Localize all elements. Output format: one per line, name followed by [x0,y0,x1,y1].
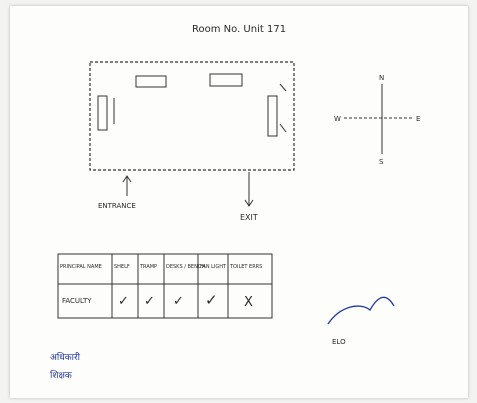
table-header-cell: TRAMP [139,264,157,270]
exit-arrow-head [244,199,254,207]
room-outline [89,61,295,171]
officer-signature [327,296,395,325]
table-cell: FACULTY [62,297,92,305]
compass-west: W [334,115,341,123]
marker-3 [279,83,287,92]
table-cell: X [244,295,253,310]
compass-south: S [379,158,384,166]
table-header-cell: TOILET ERRS [229,264,262,270]
room-label: Room No. Unit 171 [192,24,286,35]
officer-title: ELO [332,338,346,346]
bottom-left-signature-line-2: शिक्षक [50,369,73,381]
entrance-label: ENTRANCE [98,202,136,210]
furniture-board-left [97,95,108,131]
table-cell: ✓ [144,294,155,309]
table-header-cell: FAN LIGHT [200,264,227,270]
table-cell: ✓ [118,294,129,309]
table-header-cell: SHELF [114,264,130,270]
table-header-cell: PRINCIPAL NAME [60,264,102,270]
table-header-cell: DESKS / BENCH [166,264,205,270]
entrance-arrow-head [122,175,132,183]
table-cell: ✓ [205,291,218,309]
inspection-table [57,253,273,319]
table-cell: ✓ [173,294,184,309]
scanned-page: Room No. Unit 171 ENTRANCE EXIT N S E W … [10,6,468,398]
furniture-desk-1 [135,75,167,88]
exit-label: EXIT [240,213,258,222]
compass-east: E [416,115,420,123]
bottom-left-signature-line-1: अधिकारी [50,351,81,363]
table-border [57,253,273,319]
sketch-canvas: Room No. Unit 171 ENTRANCE EXIT N S E W … [50,24,420,381]
compass-north: N [379,74,384,82]
furniture-desk-2 [209,73,243,87]
marker-2 [279,123,287,133]
furniture-board-right [267,95,278,137]
